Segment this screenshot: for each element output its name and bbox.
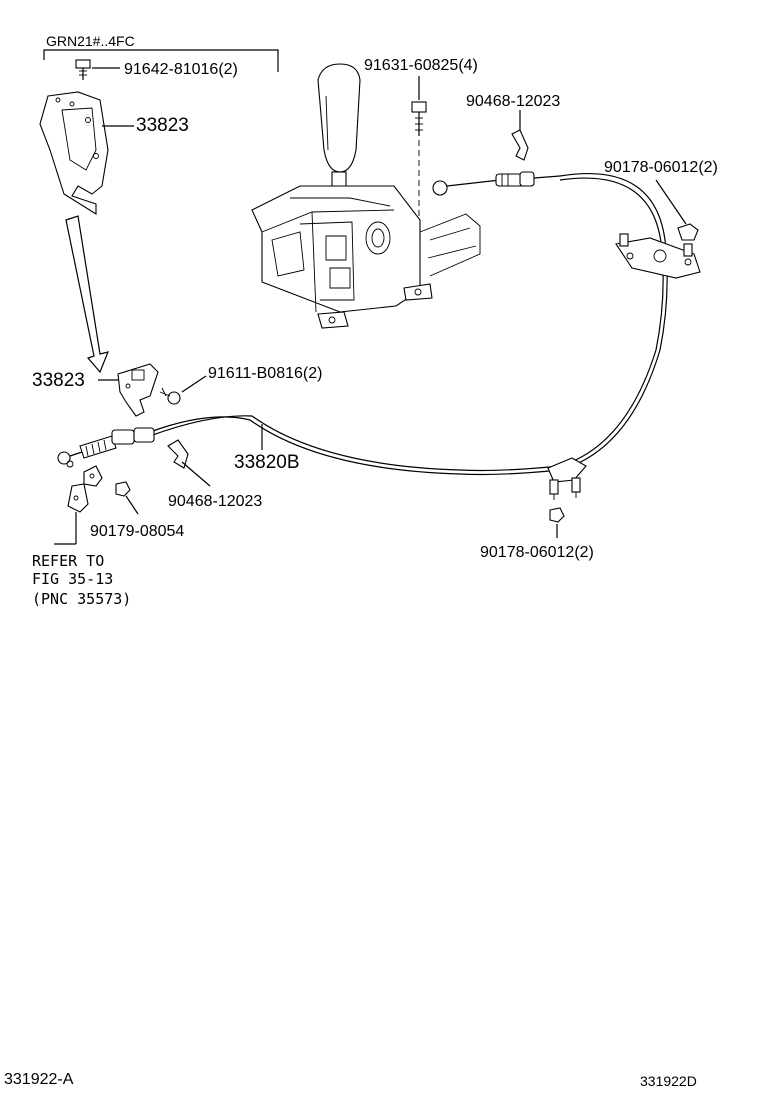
- clip-top: [511, 110, 529, 161]
- label-bracket-upper: 33823: [136, 115, 189, 136]
- footer-code-right: 331922D: [640, 1073, 697, 1089]
- cable-end-transmission: [57, 427, 155, 468]
- screw-bracket: [159, 375, 207, 405]
- clip-bottom: [167, 439, 211, 487]
- shifter-assembly: [251, 185, 481, 329]
- label-clip-top: 90468-12023: [466, 93, 560, 110]
- bolt-top-left: [75, 59, 120, 80]
- arrow-down-icon: [65, 215, 109, 374]
- bracket-lower: [98, 363, 159, 417]
- bracket-upper: [39, 91, 134, 215]
- applicability-label: GRN21#..4FC: [46, 33, 135, 49]
- shift-knob: [317, 63, 361, 195]
- nut-bottom: [549, 507, 565, 538]
- nut-right: [655, 179, 699, 241]
- label-bracket-lower: 33823: [32, 370, 85, 391]
- cable-end-shifter: [432, 171, 561, 196]
- refer-line-1: REFER TO: [32, 552, 104, 570]
- label-clip-bottom: 90468-12023: [168, 493, 262, 510]
- cable-clamp-bottom: [547, 457, 587, 500]
- label-bolt-top-left: 91642-81016(2): [124, 61, 238, 78]
- label-bolt-shifter: 91631-60825(4): [364, 57, 478, 74]
- label-nut-bottom: 90178-06012(2): [480, 544, 594, 561]
- refer-line-3: (PNC 35573): [32, 590, 131, 608]
- label-cable: 33820B: [234, 452, 300, 473]
- applicability-bracket: [43, 49, 279, 72]
- cable-bracket-left: [54, 465, 103, 545]
- label-nut-right: 90178-06012(2): [604, 159, 718, 176]
- label-screw-bracket: 91611-B0816(2): [208, 365, 322, 382]
- bolt-shifter: [411, 76, 427, 220]
- label-nut-small: 90179-08054: [90, 523, 184, 540]
- nut-small: [115, 481, 139, 515]
- refer-line-2: FIG 35-13: [32, 570, 113, 588]
- footer-code-left: 331922-A: [4, 1071, 74, 1088]
- mounting-plate-right: [615, 233, 701, 279]
